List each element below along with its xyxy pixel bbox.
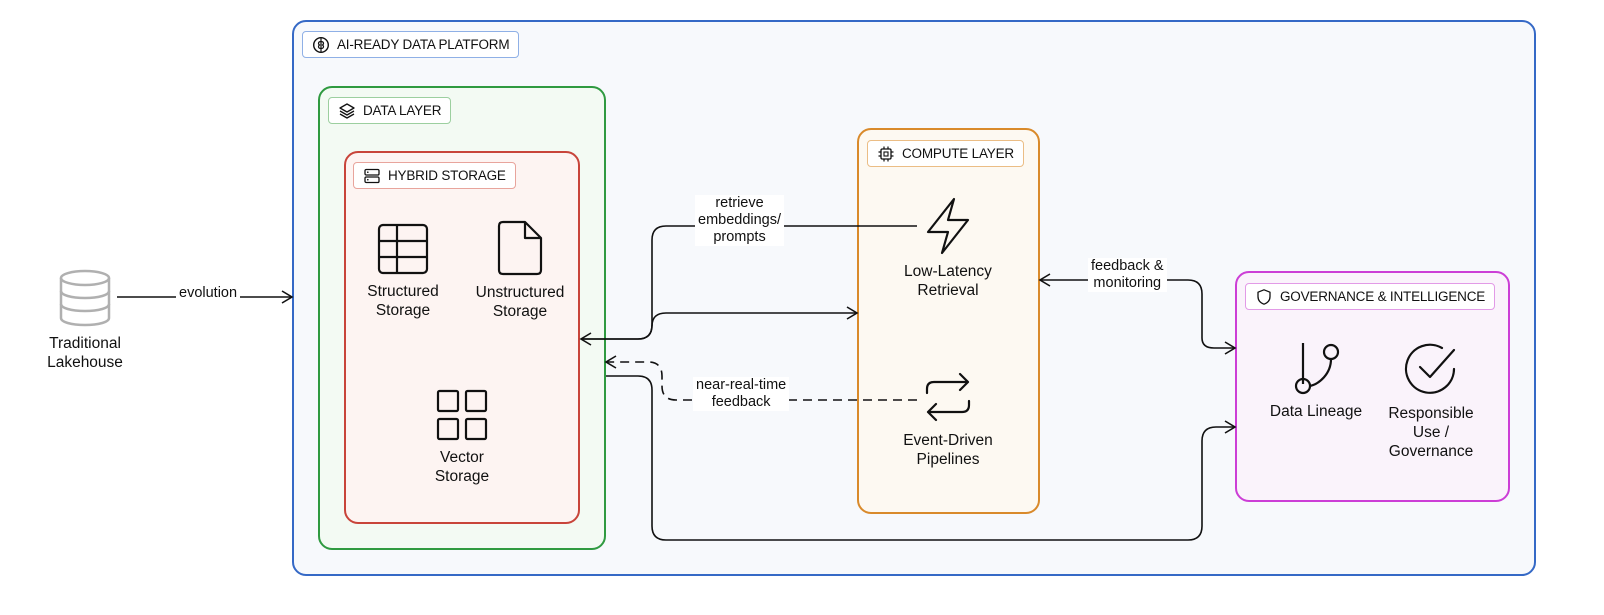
structured-storage-label: Structured Storage (367, 283, 439, 319)
database-icon (59, 269, 111, 327)
edge-feedback-to-governance (1201, 337, 1237, 355)
layers-icon (339, 102, 355, 119)
git-branch-icon (1294, 343, 1340, 395)
traditional-lakehouse-label: Traditional Lakehouse (47, 335, 123, 371)
governance-tag: GOVERNANCE & INTELLIGENCE (1245, 283, 1496, 310)
shield-icon (1257, 288, 1271, 305)
hybrid-storage-tag: HYBRID STORAGE (353, 162, 516, 189)
grid-icon (436, 389, 488, 441)
data-layer-title: DATA LAYER (363, 103, 442, 118)
edge-feedback-to-compute (1038, 273, 1203, 338)
check-circle-icon (1404, 343, 1456, 394)
vector-storage-label: Vector Storage (434, 449, 490, 485)
unstructured-storage-label: Unstructured Storage (475, 284, 565, 320)
data-layer-tag: DATA LAYER (328, 97, 452, 124)
edge-label-retrieve: retrieve embeddings/ prompts (695, 195, 785, 246)
hybrid-storage-title: HYBRID STORAGE (388, 168, 506, 183)
edge-storage-to-compute (581, 306, 859, 340)
low-latency-retrieval-label: Low-Latency Retrieval (904, 263, 992, 299)
edge-near-real-time (604, 355, 917, 401)
compute-layer-tag: COMPUTE LAYER (867, 140, 1024, 167)
compute-layer-container (857, 128, 1040, 514)
cpu-icon (878, 146, 894, 161)
vector-storage-node: Vector Storage (412, 388, 512, 486)
repeat-icon (925, 372, 971, 422)
lightning-icon (926, 197, 970, 255)
governance-title: GOVERNANCE & INTELLIGENCE (1280, 289, 1486, 304)
platform-tag: AI-READY DATA PLATFORM (302, 31, 520, 58)
event-driven-pipelines-node: Event-Driven Pipelines (888, 369, 1008, 469)
responsible-use-node: Responsible Use / Governance (1379, 340, 1483, 461)
compute-layer-title: COMPUTE LAYER (902, 146, 1014, 161)
document-icon (497, 220, 543, 276)
data-lineage-label: Data Lineage (1269, 403, 1363, 420)
low-latency-retrieval-node: Low-Latency Retrieval (888, 196, 1008, 300)
edge-label-near-real-time: near-real-time feedback (693, 377, 790, 411)
traditional-lakehouse-node: Traditional Lakehouse (35, 268, 135, 372)
unstructured-storage-node: Unstructured Storage (470, 219, 570, 321)
hybrid-storage-container (344, 151, 580, 524)
structured-storage-node: Structured Storage (353, 222, 453, 320)
server-icon (364, 168, 380, 183)
responsible-use-label: Responsible Use / Governance (1388, 405, 1474, 460)
brain-icon (312, 36, 330, 53)
event-driven-pipelines-label: Event-Driven Pipelines (903, 432, 993, 468)
data-lineage-node: Data Lineage (1263, 340, 1369, 421)
platform-title: AI-READY DATA PLATFORM (337, 37, 510, 52)
table-icon (377, 223, 429, 275)
edge-storage-to-governance (606, 375, 1237, 541)
edge-label-evolution: evolution (176, 285, 241, 302)
edge-label-feedback-monitoring: feedback & monitoring (1088, 258, 1167, 292)
